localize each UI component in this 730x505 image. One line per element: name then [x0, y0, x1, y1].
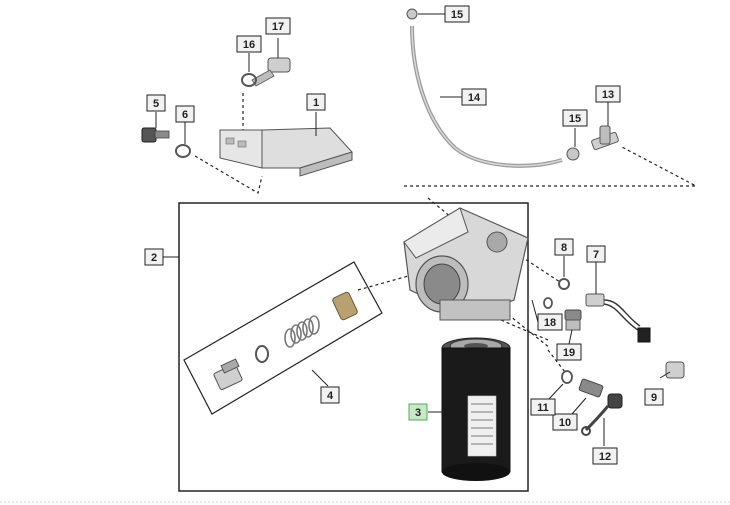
relief-valve-kit-frame — [183, 261, 383, 415]
callout-8[interactable]: 8 — [554, 238, 574, 256]
filter-head-housing — [403, 207, 529, 321]
callout-18[interactable]: 18 — [531, 299, 563, 331]
svg-text:14: 14 — [468, 92, 481, 104]
callout-11[interactable]: 11 — [530, 398, 556, 416]
svg-text:11: 11 — [537, 402, 549, 414]
callout-17[interactable]: 17 — [265, 17, 291, 35]
washer-part-6 — [175, 122, 191, 158]
washer-part-18 — [543, 297, 553, 309]
svg-text:6: 6 — [182, 109, 188, 121]
svg-text:4: 4 — [327, 390, 334, 402]
callout-16[interactable]: 16 — [236, 35, 262, 53]
callout-3[interactable]: 3 — [408, 403, 428, 421]
callout-4[interactable]: 4 — [320, 386, 340, 404]
callout-2[interactable]: 2 — [144, 248, 179, 266]
clip-part-15-side — [566, 128, 580, 161]
svg-text:3: 3 — [415, 407, 421, 419]
callout-9[interactable]: 9 — [644, 388, 664, 406]
svg-text:17: 17 — [272, 21, 284, 33]
svg-text:18: 18 — [544, 317, 556, 329]
sensor-part-7 — [585, 262, 651, 343]
callout-6[interactable]: 6 — [175, 105, 195, 123]
callout-19[interactable]: 19 — [556, 329, 582, 361]
callout-12[interactable]: 12 — [592, 447, 618, 465]
valve-o-ring — [255, 345, 269, 363]
valve-spring — [284, 315, 320, 348]
callout-5[interactable]: 5 — [146, 94, 166, 112]
valve-plug — [213, 358, 243, 391]
svg-text:1: 1 — [313, 97, 319, 109]
hose-part-14 — [410, 25, 563, 168]
svg-text:19: 19 — [563, 347, 575, 359]
svg-text:15: 15 — [451, 9, 463, 21]
svg-text:5: 5 — [153, 98, 159, 110]
bracket-part — [219, 112, 353, 177]
bolt-part-17 — [251, 38, 291, 87]
svg-text:13: 13 — [602, 89, 614, 101]
svg-text:8: 8 — [561, 242, 567, 254]
svg-text:16: 16 — [243, 39, 255, 51]
callout-14[interactable]: 14 — [461, 88, 487, 106]
o-ring-part-8 — [558, 256, 570, 290]
plug-part-19 — [564, 309, 582, 331]
svg-text:9: 9 — [651, 392, 657, 404]
callout-1[interactable]: 1 — [306, 93, 326, 111]
callout-13[interactable]: 13 — [595, 85, 621, 103]
callout-15-top[interactable]: 15 — [444, 5, 470, 23]
elbow-part-13 — [591, 102, 619, 151]
callout-15-side[interactable]: 15 — [562, 109, 588, 127]
svg-text:7: 7 — [593, 249, 599, 261]
svg-text:15: 15 — [569, 113, 581, 125]
valve-piston — [332, 291, 358, 321]
clip-part-15-top — [406, 8, 445, 20]
callout-10[interactable]: 10 — [552, 413, 578, 431]
svg-text:12: 12 — [599, 451, 611, 463]
washer-part-16 — [241, 53, 257, 87]
bolt-part-5 — [141, 112, 170, 143]
dust-cap-part-12 — [581, 393, 623, 446]
cap-part-9 — [659, 361, 685, 379]
kit-leader — [311, 369, 329, 387]
callout-7[interactable]: 7 — [586, 245, 606, 263]
o-ring-part-11 — [547, 370, 573, 401]
fitting-part-10 — [571, 378, 604, 415]
filter-cartridge-part-3 — [428, 337, 511, 481]
svg-text:2: 2 — [151, 252, 157, 264]
filter-assembly-frame — [178, 202, 529, 492]
svg-text:10: 10 — [559, 417, 571, 429]
